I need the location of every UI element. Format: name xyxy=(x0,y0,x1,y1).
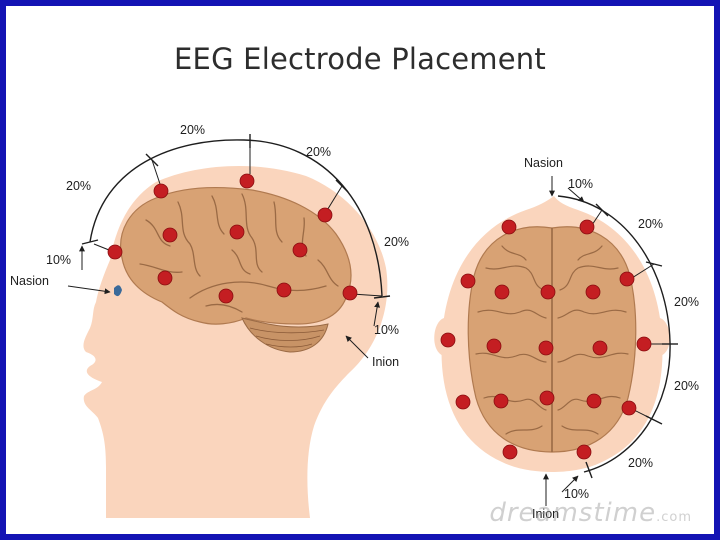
side-radial-lines xyxy=(93,142,383,297)
label-side-arc-right: 20% xyxy=(384,235,409,249)
electrode xyxy=(539,390,555,406)
page-title: EEG Electrode Placement xyxy=(174,42,546,76)
electrode xyxy=(455,394,471,410)
electrode xyxy=(292,242,308,258)
electrode xyxy=(501,219,517,235)
electrode xyxy=(229,224,245,240)
label-side-nasion: Nasion xyxy=(10,274,49,288)
electrode xyxy=(538,340,554,356)
electrode xyxy=(540,284,556,300)
electrode xyxy=(157,270,173,286)
electrode xyxy=(621,400,637,416)
electrode xyxy=(107,244,123,260)
watermark: dreamstime.com xyxy=(489,498,692,528)
watermark-suffix: .com xyxy=(656,510,692,525)
electrode xyxy=(576,444,592,460)
label-side-arc-upper-right: 20% xyxy=(306,145,331,159)
electrode xyxy=(153,183,169,199)
label-top-right-1: 20% xyxy=(638,217,663,231)
diagram-canvas: 20% 20% 20% 20% 10% Nasion 10% Inion xyxy=(10,123,699,521)
electrode xyxy=(636,336,652,352)
electrode xyxy=(493,393,509,409)
label-side-arc-top: 20% xyxy=(180,123,205,137)
side-arc xyxy=(89,139,383,297)
electrode xyxy=(440,332,456,348)
label-side-front-low: 10% xyxy=(46,253,71,267)
top-view: Nasion 10% 20% 20% 20% 20% 10% Inion xyxy=(434,156,699,521)
side-view: 20% 20% 20% 20% 10% Nasion 10% Inion xyxy=(10,123,409,518)
label-side-arc-left: 20% xyxy=(66,179,91,193)
electrode xyxy=(218,288,234,304)
eye-icon xyxy=(114,285,122,297)
electrode xyxy=(162,227,178,243)
electrode xyxy=(579,219,595,235)
electrode xyxy=(317,207,333,223)
electrode xyxy=(494,284,510,300)
slide: EEG Electrode Placement xyxy=(6,6,714,534)
side-electrodes xyxy=(107,173,358,304)
brain-top-sulci xyxy=(475,245,629,435)
cerebellum xyxy=(241,317,329,353)
electrode xyxy=(276,282,292,298)
side-pointers xyxy=(67,245,381,359)
label-side-inion: Inion xyxy=(372,355,399,369)
label-top-front: 10% xyxy=(568,177,593,191)
label-top-inion: Inion xyxy=(532,507,559,521)
electrode xyxy=(239,173,255,189)
electrode xyxy=(592,340,608,356)
label-side-back-low: 10% xyxy=(374,323,399,337)
electrode xyxy=(460,273,476,289)
electrode xyxy=(486,338,502,354)
label-top-nasion: Nasion xyxy=(524,156,563,170)
electrode xyxy=(619,271,635,287)
watermark-text: dreamstime xyxy=(489,498,657,528)
label-top-back: 10% xyxy=(564,487,589,501)
label-top-right-3: 20% xyxy=(674,379,699,393)
electrode xyxy=(502,444,518,460)
top-pointers xyxy=(543,176,585,506)
electrode xyxy=(586,393,602,409)
top-electrodes xyxy=(440,219,652,460)
ear-right xyxy=(660,318,670,356)
cerebellum-lines xyxy=(249,327,325,348)
label-top-right-2: 20% xyxy=(674,295,699,309)
ear-left xyxy=(434,318,444,356)
electrode xyxy=(342,285,358,301)
label-top-right-4: 20% xyxy=(628,456,653,470)
top-arc xyxy=(557,195,671,473)
brain-sulci xyxy=(139,193,339,313)
electrode xyxy=(585,284,601,300)
